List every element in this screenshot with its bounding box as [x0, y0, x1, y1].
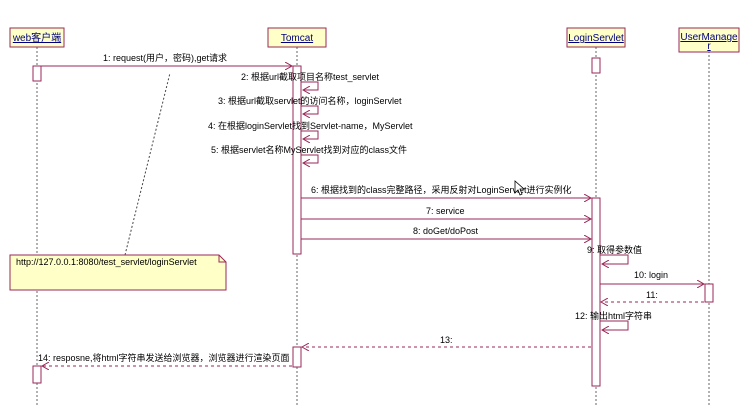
activation-web-client-1 — [32, 65, 42, 82]
message-label-7: 7: service — [426, 206, 465, 216]
message-label-1: 1: request(用户，密码),get请求 — [103, 52, 227, 63]
note[interactable]: http://127.0.0.1:8080/test_servlet/login… — [9, 254, 227, 291]
message-label-3: 3: 根据url截取servlet的访问名称，loginServlet — [218, 95, 402, 106]
message-label-4: 4: 在根据loginServlet找到Servlet-name，MyServl… — [208, 120, 413, 131]
activation-loginservlet-2 — [591, 197, 601, 387]
message-label-6: 6: 根据找到的class完整路径，采用反射对LoginServlet进行实例化 — [311, 184, 572, 195]
message-label-12: 12: 输出html字符串 — [575, 310, 652, 321]
message-arrow-9[interactable] — [600, 254, 629, 264]
usermanager-title-part1: UserManage — [680, 32, 738, 43]
message-label-11: 11: — [646, 290, 658, 300]
lifeline-title-web-client: web客户端 — [12, 31, 61, 44]
message-label-2: 2: 根据url截取项目名称test_servlet — [241, 71, 380, 82]
message-label-10: 10: login — [634, 270, 668, 280]
message-label-14: 14: resposne,将html字符串发送给浏览器，浏览器进行渲染页面 — [38, 352, 290, 363]
usermanager-title-part2: r — [707, 41, 711, 52]
message-label-13: 13: — [440, 335, 453, 345]
note-connector — [124, 72, 171, 256]
lifeline-web-client[interactable]: web客户端 — [9, 27, 65, 48]
activation-loginservlet-1 — [591, 57, 601, 74]
lifeline-tomcat[interactable]: Tomcat — [267, 27, 327, 48]
lifeline-title-loginservlet: LoginServlet — [568, 33, 624, 44]
mouse-cursor-icon — [514, 180, 526, 196]
lifeline-title-tomcat: Tomcat — [281, 33, 313, 44]
message-arrow-5[interactable] — [301, 154, 319, 163]
activation-usermanager — [704, 283, 714, 303]
message-arrow-3[interactable] — [301, 105, 319, 114]
activation-web-client-2 — [32, 365, 42, 384]
message-arrow-12[interactable] — [600, 320, 629, 330]
note-text: http://127.0.0.1:8080/test_servlet/login… — [16, 257, 197, 267]
message-arrow-4[interactable] — [301, 130, 319, 139]
message-label-5: 5: 根据servlet名称MyServlet找到对应的class文件 — [211, 144, 407, 155]
message-label-8: 8: doGet/doPost — [413, 226, 479, 236]
message-label-9: 9: 取得参数值 — [587, 244, 642, 255]
message-arrow-2[interactable] — [301, 81, 319, 90]
lifeline-loginservlet[interactable]: LoginServlet — [566, 27, 626, 48]
activation-tomcat-1 — [292, 65, 302, 255]
activation-tomcat-2 — [292, 346, 302, 368]
